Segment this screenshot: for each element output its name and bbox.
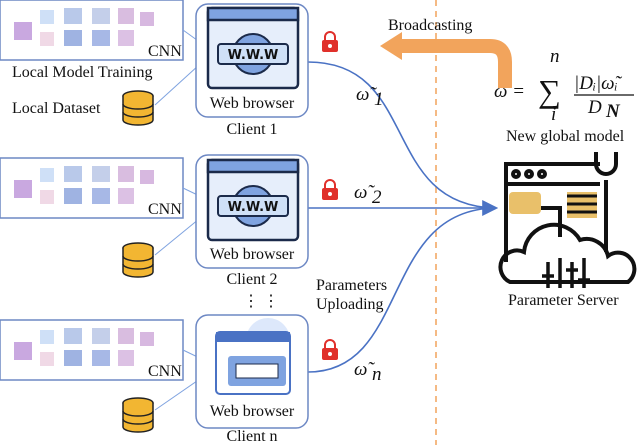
parameter-server-label: Parameter Server [508, 292, 619, 309]
www-label: W.W.W [228, 200, 279, 215]
aggregation-formula: ω = ∑ n i |Dᵢ|ω̃ᵢ D N [494, 46, 634, 125]
formula-numerator: |Dᵢ|ω̃ᵢ [574, 73, 623, 94]
web-browser-label: Web browser [210, 95, 295, 112]
formula-lhs: ω = [494, 81, 525, 102]
uploading-label: Uploading [316, 296, 384, 313]
web-browser-icon [215, 318, 291, 395]
more-clients-ellipsis: ⋮ ⋮ [243, 293, 279, 310]
database-icon [122, 397, 154, 433]
upload-arrow-1 [307, 61, 496, 209]
cnn-label: CNN [148, 43, 182, 60]
new-global-model-label: New global model [506, 128, 625, 145]
local-dataset-label: Local Dataset [12, 100, 101, 117]
formula-denominator-sub: N [605, 101, 621, 122]
client-weight-sub: 1 [374, 89, 384, 110]
local-model-training-label: Local Model Training [12, 64, 152, 81]
client-name: Client 1 [226, 121, 277, 138]
formula-upper: n [550, 46, 560, 67]
broadcasting-label: Broadcasting [388, 17, 472, 34]
client-1: CNN Local Model Training Local Dataset W… [0, 0, 384, 138]
formula-lower: i [551, 104, 556, 125]
database-icon [122, 90, 154, 126]
client-weight-sub: n [372, 364, 382, 385]
formula-denominator: D [587, 97, 602, 118]
web-browser-label: Web browser [210, 246, 295, 263]
client-name: Client 2 [226, 271, 277, 288]
client-weight-sub: 2 [372, 187, 382, 208]
lock-icon [321, 31, 339, 53]
cnn-label: CNN [148, 363, 182, 380]
www-label: W.W.W [228, 48, 279, 63]
web-browser-icon: W.W.W [206, 6, 300, 90]
web-browser-label: Web browser [210, 403, 295, 420]
broadcast-arrow [380, 32, 512, 88]
cnn-label: CNN [148, 201, 182, 218]
client-name: Client n [226, 428, 277, 445]
formula-sum: ∑ [538, 73, 561, 109]
web-browser-icon: W.W.W [206, 158, 300, 242]
lock-icon [321, 339, 339, 361]
client-2: CNN W.W.W Web browser Client 2 ω̃ 2 [0, 154, 382, 288]
lock-icon [321, 179, 339, 201]
parameters-label: Parameters [316, 277, 387, 294]
client-n: CNN Web browser Client n ω̃ n [0, 314, 382, 445]
upload-arrow-n [307, 207, 496, 373]
parameter-server-icon [498, 152, 637, 288]
database-icon [122, 242, 154, 278]
